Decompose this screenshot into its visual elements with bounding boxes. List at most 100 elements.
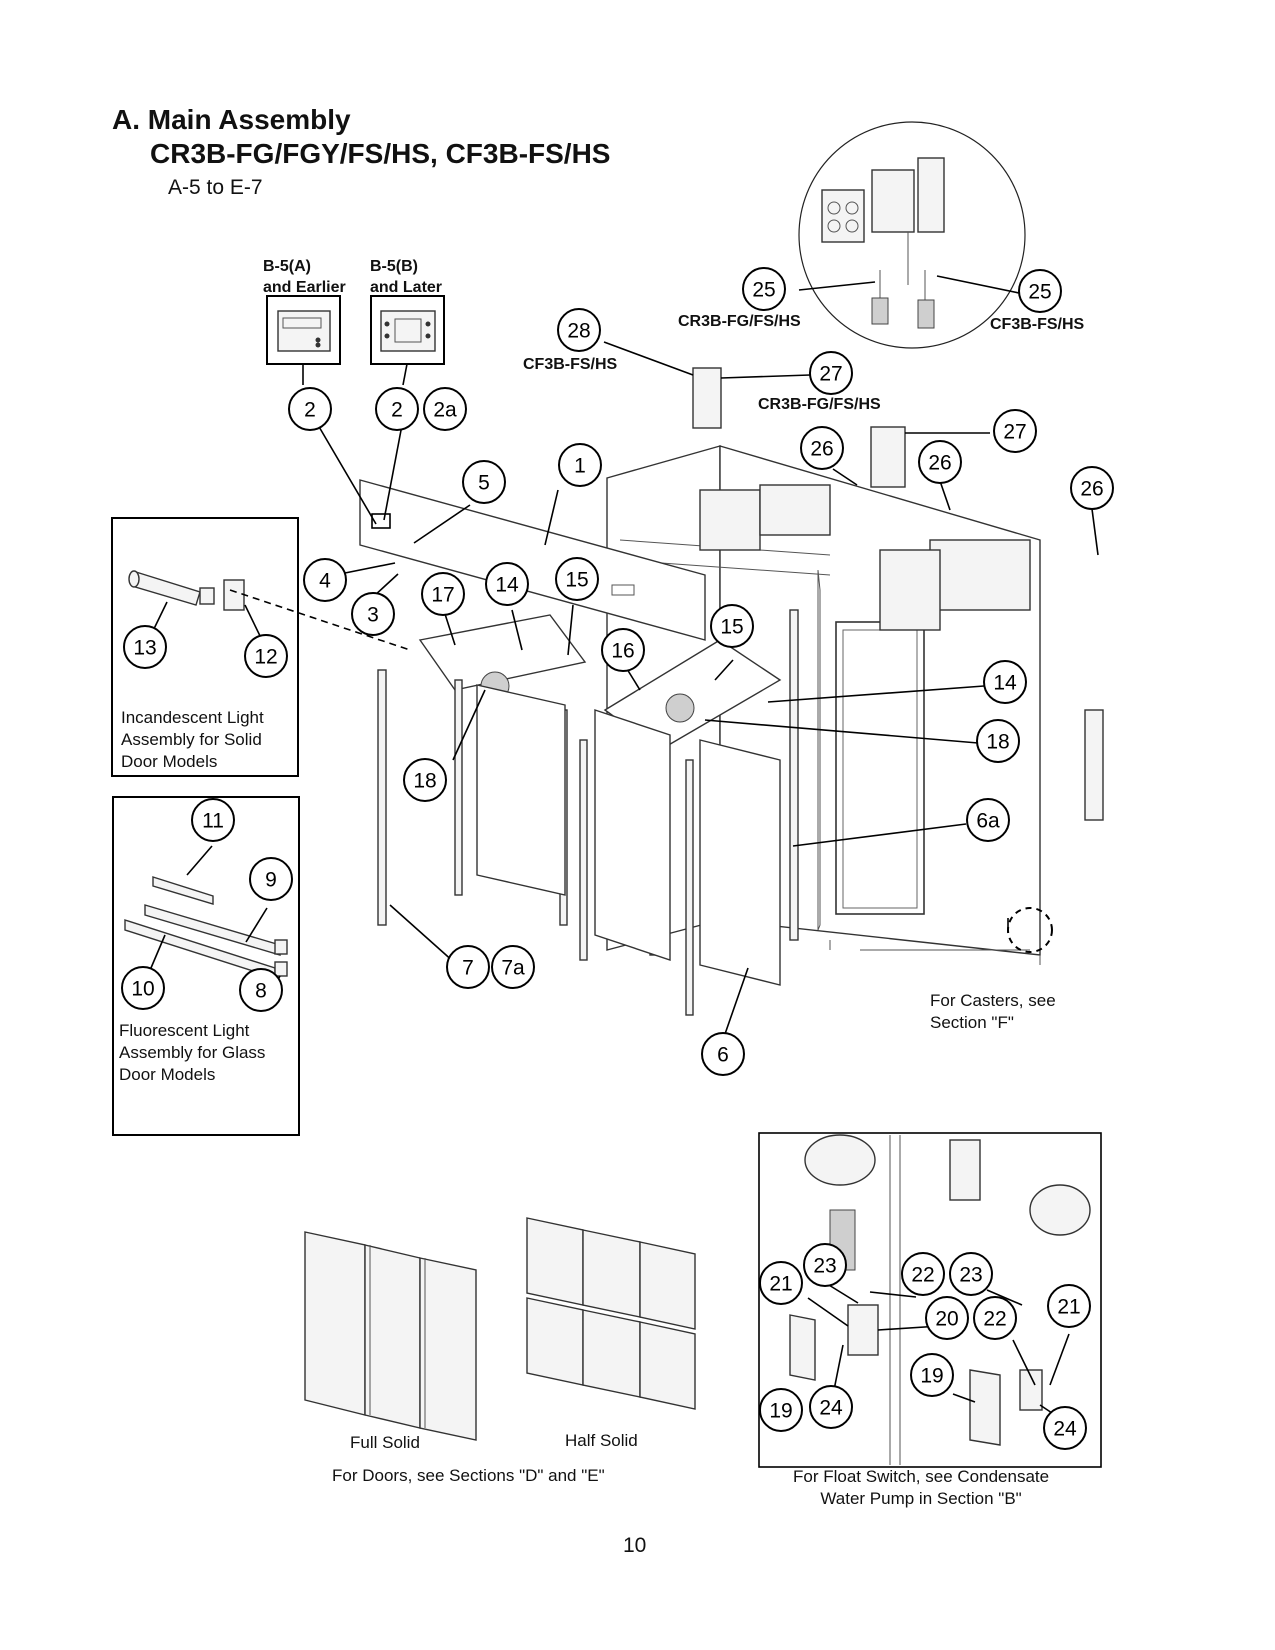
callout-number: 8 — [255, 980, 267, 1003]
section-title: A. Main Assembly — [112, 104, 351, 135]
callout-number: 27 — [819, 363, 842, 386]
callout-number: 15 — [565, 569, 588, 592]
callout-number: 6a — [976, 810, 1000, 833]
callout-25: 25 — [1018, 269, 1062, 313]
callout-circle — [123, 625, 167, 669]
callout-2: 2 — [375, 387, 419, 431]
label-half-solid: Half Solid — [565, 1431, 638, 1450]
callout-circle — [918, 440, 962, 484]
callout-26: 26 — [1070, 466, 1114, 510]
callout-circle — [993, 409, 1037, 453]
callout-15: 15 — [555, 557, 599, 601]
controller-a-header: B-5(A)and Earlier — [263, 258, 346, 296]
callout-21: 21 — [759, 1261, 803, 1305]
callout-circle — [809, 351, 853, 395]
callout-number: 23 — [813, 1255, 836, 1278]
callout-circle — [910, 1353, 954, 1397]
callout-circle — [462, 460, 506, 504]
callout-circle — [759, 1261, 803, 1305]
callout-26: 26 — [800, 426, 844, 470]
fan-guard-right — [665, 693, 695, 723]
label-cord-cr3b: CR3B-FG/FS/HS — [678, 313, 801, 330]
callout-circle — [557, 308, 601, 352]
callout-number: 5 — [478, 472, 490, 495]
callout-number: 26 — [810, 438, 833, 461]
callout-number: 3 — [367, 604, 379, 627]
callout-circle — [1070, 466, 1114, 510]
electrical-box-right — [870, 426, 906, 488]
callout-circle — [976, 719, 1020, 763]
callout-circle — [121, 966, 165, 1010]
callout-23: 23 — [949, 1252, 993, 1296]
callout-number: 23 — [959, 1264, 982, 1287]
callout-circle — [239, 968, 283, 1012]
callout-circle — [485, 562, 529, 606]
callout-2: 2 — [288, 387, 332, 431]
callout-6: 6 — [701, 1032, 745, 1076]
callout-28: 28 — [557, 308, 601, 352]
callout-5: 5 — [462, 460, 506, 504]
callout-number: 22 — [911, 1264, 934, 1287]
callout-circle — [809, 1385, 853, 1429]
callout-circle — [759, 1388, 803, 1432]
callout-number: 25 — [1028, 281, 1051, 304]
callout-circle — [288, 387, 332, 431]
label-box-cr3b: CR3B-FG/FS/HS — [758, 396, 881, 413]
callout-8: 8 — [239, 968, 283, 1012]
controller-b-inset — [370, 295, 445, 365]
callout-number: 21 — [1057, 1296, 1080, 1319]
callout-11: 11 — [191, 798, 235, 842]
callout-circle — [191, 798, 235, 842]
top-louver-panel — [359, 479, 706, 641]
controller-b-header: B-5(B)and Later — [370, 258, 443, 296]
callout-26: 26 — [918, 440, 962, 484]
callout-number: 22 — [983, 1308, 1006, 1331]
fluorescent-light-inset — [112, 796, 300, 1136]
callout-number: 16 — [611, 640, 634, 663]
doors-half-solid — [526, 1217, 696, 1410]
callout-circle — [351, 592, 395, 636]
callout-circle — [701, 1032, 745, 1076]
callout-9: 9 — [249, 857, 293, 901]
callout-circle — [966, 798, 1010, 842]
callout-number: 14 — [495, 574, 519, 597]
callout-number: 4 — [319, 570, 331, 593]
callout-circle — [1018, 269, 1062, 313]
callout-number: 2 — [304, 399, 316, 422]
callout-number: 26 — [928, 452, 951, 475]
callout-circle — [446, 945, 490, 989]
model-list: CR3B-FG/FGY/FS/HS, CF3B-FS/HS — [150, 138, 611, 169]
callout-24: 24 — [809, 1385, 853, 1429]
callout-2a: 2a — [423, 387, 467, 431]
callout-circle — [800, 426, 844, 470]
callout-13: 13 — [123, 625, 167, 669]
callout-number: 18 — [986, 731, 1009, 754]
callout-27: 27 — [809, 351, 853, 395]
callout-circle — [375, 387, 419, 431]
callout-number: 19 — [769, 1400, 792, 1423]
callout-circle — [742, 267, 786, 311]
callout-circle — [249, 857, 293, 901]
callout-number: 26 — [1080, 478, 1103, 501]
callout-4: 4 — [303, 558, 347, 602]
callout-number: 18 — [413, 770, 436, 793]
callout-number: 15 — [720, 616, 743, 639]
callout-number: 12 — [254, 646, 277, 669]
callout-circle — [925, 1296, 969, 1340]
callout-number: 25 — [752, 279, 775, 302]
callout-25: 25 — [742, 267, 786, 311]
callout-1: 1 — [558, 443, 602, 487]
callout-number: 14 — [993, 672, 1017, 695]
callout-23: 23 — [803, 1243, 847, 1287]
callout-24: 24 — [1043, 1406, 1087, 1450]
callout-19: 19 — [759, 1388, 803, 1432]
label-full-solid: Full Solid — [350, 1433, 420, 1452]
callout-15: 15 — [710, 604, 754, 648]
callout-circle — [710, 604, 754, 648]
